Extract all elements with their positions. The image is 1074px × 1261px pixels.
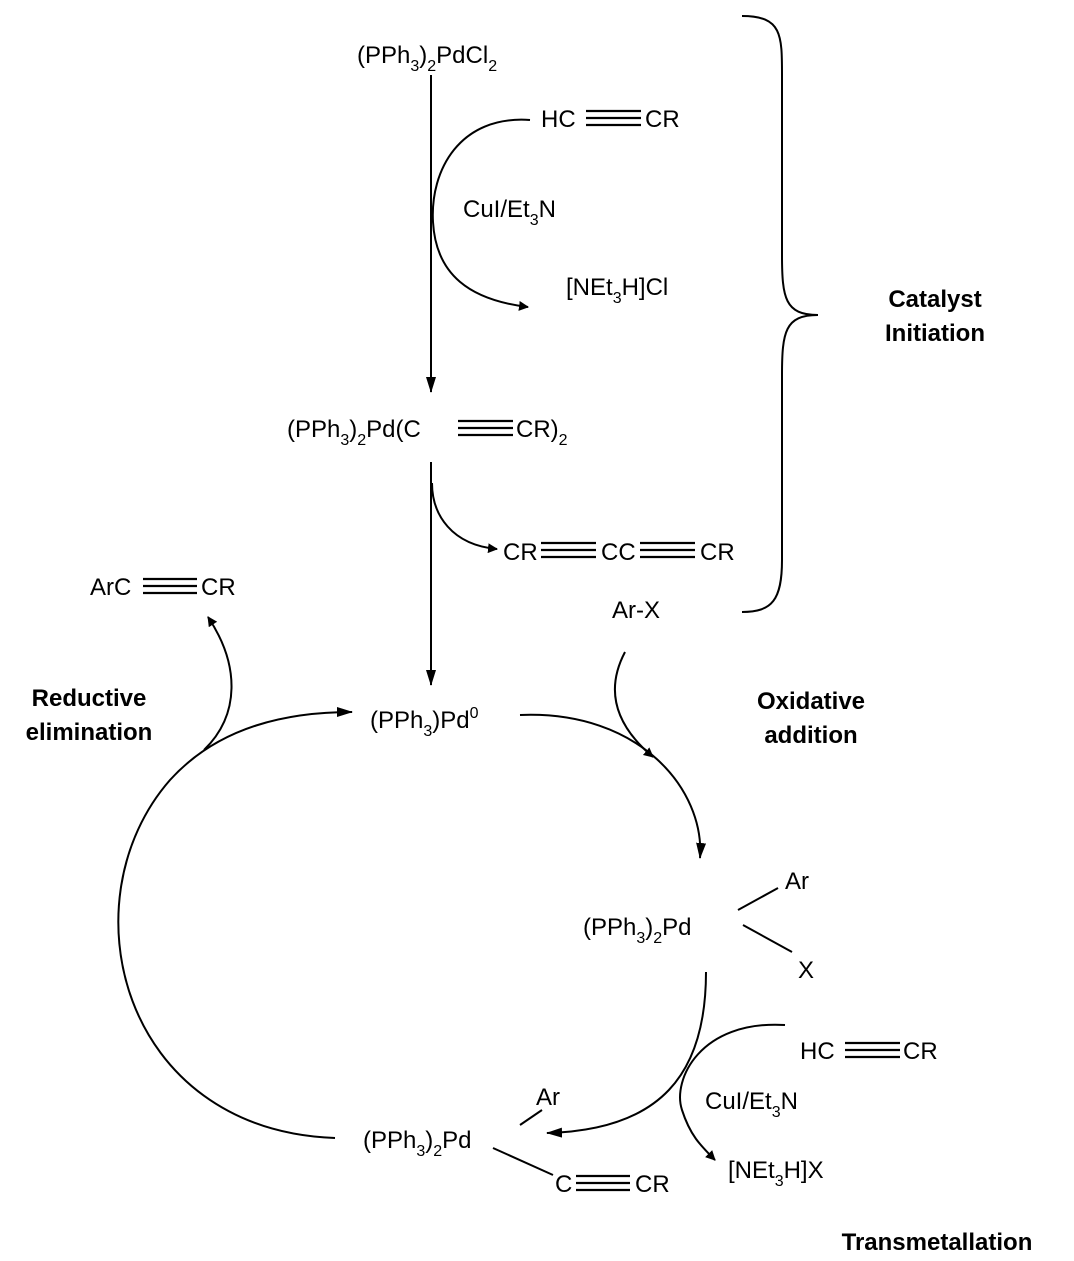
bond-pd-c — [492, 1147, 554, 1176]
curved-arrow-diyne — [431, 482, 498, 554]
oxidative-complex-label: (PPh3)2Pd — [583, 914, 692, 947]
oxidative-complex-ar: Ar — [785, 868, 809, 895]
transmetal-complex-label: (PPh3)2Pd — [363, 1127, 472, 1160]
transmetal-alkyne-right: CR — [635, 1171, 670, 1198]
triple-bond-diyne-2 — [640, 541, 695, 559]
aryl-halide-entry-arrow — [613, 651, 654, 758]
precatalyst-label: (PPh3)2PdCl2 — [357, 42, 497, 75]
transmetallation-label: Transmetallation — [842, 1229, 1033, 1256]
oxidative-addition-line-1: Oxidative — [757, 688, 865, 715]
alkyne-bottom-right: CR — [903, 1038, 938, 1065]
catalyst-initiation-line-1: Catalyst — [888, 286, 981, 313]
reductive-elimination-line-1: Reductive — [32, 685, 147, 712]
diyne-part-1: CR — [503, 539, 538, 566]
bond-pd-x — [742, 924, 793, 953]
aryl-halide: Ar-X — [612, 597, 660, 624]
bis-alkynyl-left: (PPh3)2Pd(C — [287, 416, 421, 449]
salt-bottom: [NEt3H]X — [728, 1157, 824, 1190]
oxidative-addition-line-2: addition — [764, 722, 857, 749]
curved-arrow-bottom — [679, 1023, 786, 1161]
reagent-bottom: CuI/Et3N — [705, 1088, 798, 1121]
reagent-top: CuI/Et3N — [463, 196, 556, 229]
product-left: ArC — [90, 574, 131, 601]
product-right: CR — [201, 574, 236, 601]
diyne-part-2: CC — [601, 539, 636, 566]
alkyne-bottom-left: HC — [800, 1038, 835, 1065]
initiation-brace — [741, 15, 819, 613]
salt-top: [NEt3H]Cl — [566, 274, 668, 307]
reductive-elimination-arrow — [203, 616, 233, 751]
cycle-return-arrow — [117, 707, 353, 1139]
bond-pd-ar — [737, 887, 779, 911]
bond-pd-ar-bottom — [519, 1109, 543, 1126]
triple-bond-product — [143, 577, 197, 595]
alkyne-top-right: CR — [645, 106, 680, 133]
pd0-label: (PPh3)Pd0 — [370, 705, 479, 740]
oxidative-addition-arrow — [519, 713, 707, 859]
triple-bond-diyne-1 — [541, 541, 596, 559]
diyne-part-3: CR — [700, 539, 735, 566]
alkyne-top-left: HC — [541, 106, 576, 133]
transmetallation-arrow — [546, 971, 707, 1138]
triple-bond-top — [586, 109, 641, 127]
triple-bond-transmetal — [576, 1174, 630, 1192]
bis-alkynyl-right: CR)2 — [516, 416, 568, 449]
reductive-elimination-line-2: elimination — [26, 719, 153, 746]
oxidative-complex-x: X — [798, 957, 814, 984]
triple-bond-bis-alkynyl — [458, 419, 513, 437]
curved-arrow-top — [431, 118, 531, 311]
catalyst-initiation-line-2: Initiation — [885, 320, 985, 347]
triple-bond-bottom — [845, 1041, 900, 1059]
transmetal-complex-ar: Ar — [536, 1084, 560, 1111]
transmetal-alkyne-left: C — [555, 1171, 572, 1198]
